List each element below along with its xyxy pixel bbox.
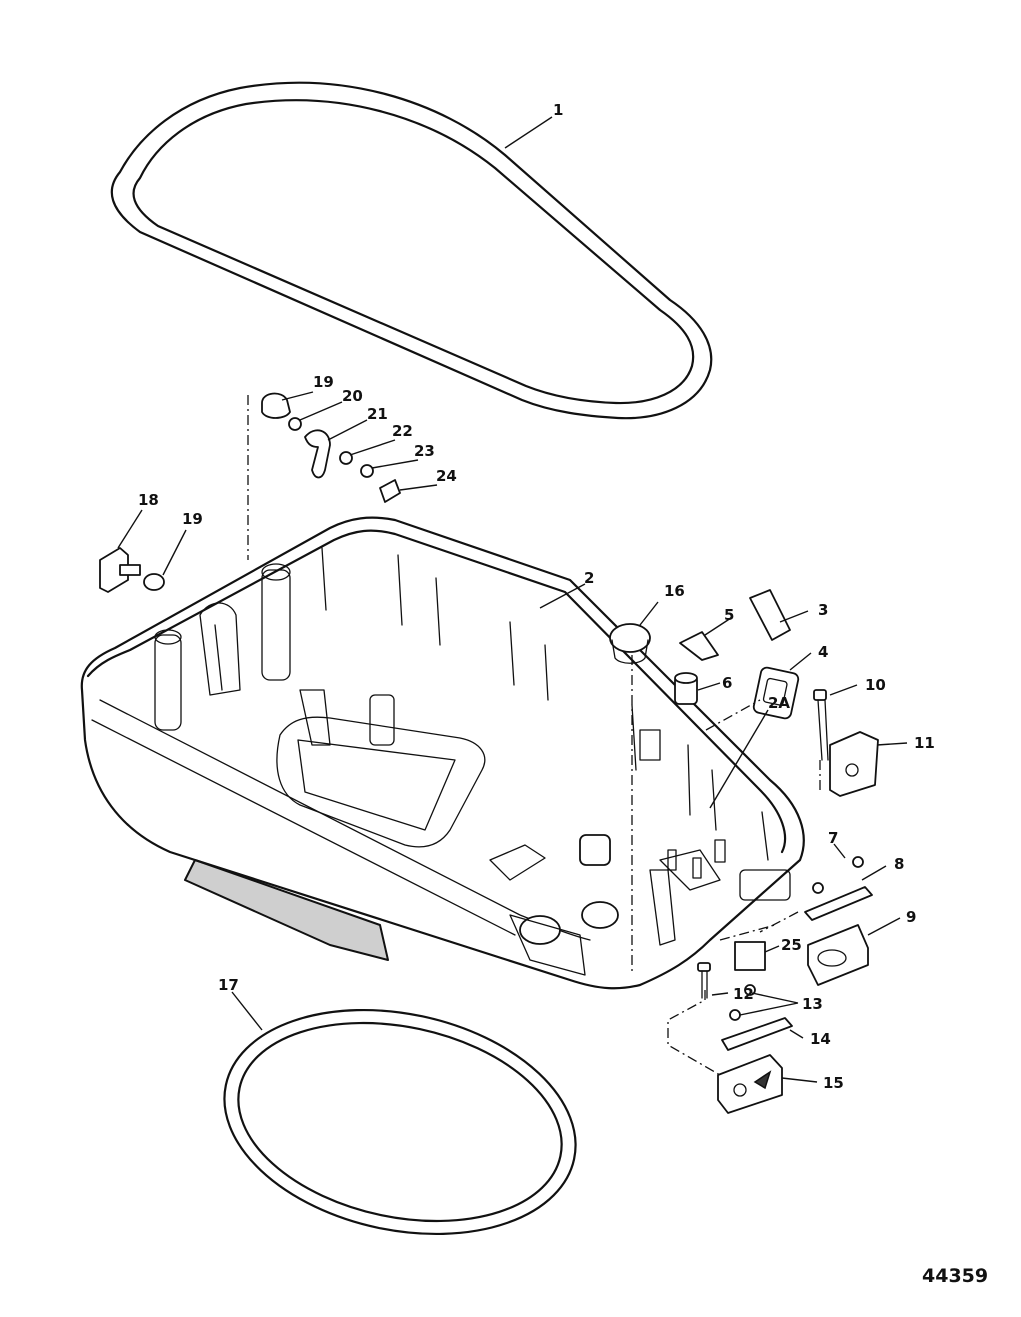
panel-part-15 [717, 1054, 783, 1114]
callout-17: 17 [218, 976, 239, 994]
callout-13: 13 [802, 995, 823, 1013]
callout-24: 24 [436, 467, 457, 485]
callout-19-b: 19 [182, 510, 203, 528]
label-part-25 [734, 941, 766, 971]
bushing-part-6 [674, 672, 698, 705]
callout-3: 3 [818, 601, 828, 619]
spring-clip-part-3 [749, 589, 791, 641]
callout-1: 1 [553, 101, 563, 119]
callout-21: 21 [367, 405, 388, 423]
callout-2a: 2A [768, 694, 790, 712]
callout-9: 9 [906, 908, 916, 926]
bracket-part-11 [829, 731, 879, 797]
callout-11: 11 [914, 734, 935, 752]
hinge-pin-part-18 [99, 547, 141, 593]
plug-part-16 [609, 623, 651, 664]
leader-lines [117, 116, 908, 1083]
callout-22: 22 [392, 422, 413, 440]
clip-part-5 [679, 631, 719, 661]
callout-25: 25 [781, 936, 802, 954]
bolt-part-10 [813, 689, 829, 761]
callout-19-a: 19 [313, 373, 334, 391]
bottom-cowl-part-2 [80, 516, 805, 990]
callout-4: 4 [818, 643, 828, 661]
reference-number: 44359 [922, 1265, 988, 1287]
callout-15: 15 [823, 1074, 844, 1092]
cover-part-9 [807, 924, 869, 986]
plate-part-8 [804, 886, 873, 921]
callout-23: 23 [414, 442, 435, 460]
callout-16: 16 [664, 582, 685, 600]
callout-5: 5 [724, 606, 734, 624]
plate-part-14 [721, 1017, 793, 1051]
callout-12: 12 [733, 985, 754, 1003]
screw-part-7 [812, 856, 864, 894]
callout-8: 8 [894, 855, 904, 873]
callout-6: 6 [722, 674, 732, 692]
callout-7: 7 [828, 829, 838, 847]
callout-18: 18 [138, 491, 159, 509]
bottom-seal-part-17 [223, 1008, 577, 1236]
callout-labels: 1 2 2A 3 4 5 6 7 8 9 10 11 12 13 14 15 1… [138, 101, 935, 1092]
latch-hardware-parts-19-24 [247, 392, 401, 560]
callout-20: 20 [342, 387, 363, 405]
screw-part-12 [697, 962, 711, 999]
callout-2: 2 [584, 569, 594, 587]
callout-14: 14 [810, 1030, 831, 1048]
grommet-part-4 [752, 666, 800, 720]
top-seal-part-1 [110, 81, 713, 420]
grommet-part-19 [143, 573, 165, 591]
callout-10: 10 [865, 676, 886, 694]
